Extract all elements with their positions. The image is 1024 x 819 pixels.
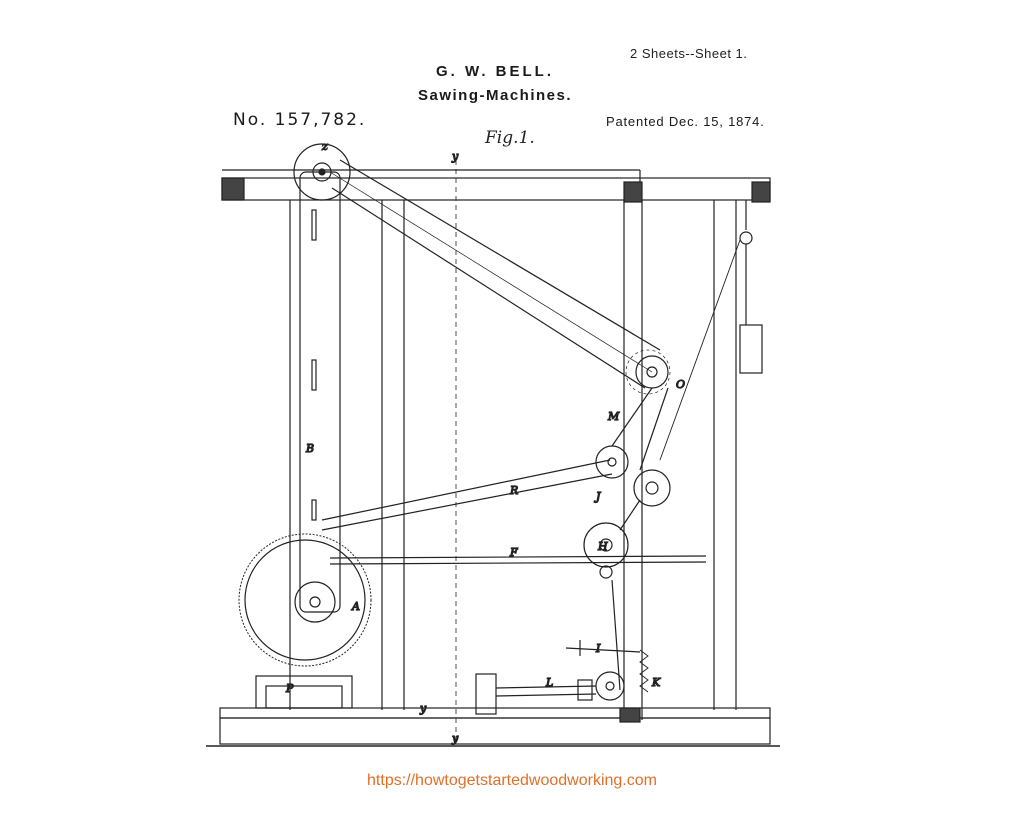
drive-shaft bbox=[475, 673, 597, 715]
figure-label: Fig.1. bbox=[485, 128, 535, 148]
label-i: I bbox=[595, 642, 601, 655]
counterweight bbox=[659, 200, 763, 461]
inventor-name: G. W. BELL. bbox=[436, 63, 554, 80]
patent-title: Sawing-Machines. bbox=[417, 87, 573, 104]
feed-rod bbox=[329, 555, 707, 565]
label-b: B bbox=[305, 442, 314, 455]
label-y-mid: y bbox=[419, 702, 427, 715]
label-z-top: z bbox=[321, 140, 328, 153]
right-upper-pulley bbox=[625, 349, 671, 395]
top-frame-beam bbox=[221, 169, 771, 203]
middle-pulleys bbox=[583, 387, 671, 579]
circular-saw bbox=[238, 533, 372, 667]
patent-number: No. 157,782. bbox=[233, 110, 367, 130]
label-a: A bbox=[351, 600, 360, 613]
swing-arm bbox=[299, 171, 341, 613]
label-m: M bbox=[607, 410, 620, 423]
label-h: H bbox=[597, 540, 608, 553]
label-k: K bbox=[651, 676, 661, 689]
label-f: F bbox=[509, 546, 518, 559]
belt bbox=[321, 459, 613, 531]
sheet-info: 2 Sheets--Sheet 1. bbox=[630, 46, 748, 61]
frame-posts bbox=[289, 170, 737, 720]
label-y-top: y bbox=[451, 150, 459, 163]
label-j: J bbox=[594, 490, 601, 503]
label-p: P bbox=[285, 682, 294, 695]
label-l: L bbox=[545, 676, 553, 689]
top-pulley bbox=[293, 143, 351, 201]
diagonal-arm bbox=[329, 159, 661, 389]
patent-date: Patented Dec. 15, 1874. bbox=[606, 114, 765, 129]
label-y-bottom: y bbox=[451, 732, 459, 745]
watermark-url[interactable]: https://howtogetstartedwoodworking.com bbox=[367, 772, 657, 789]
label-o: O bbox=[676, 378, 685, 391]
label-r: R bbox=[509, 484, 518, 497]
base-platform bbox=[206, 675, 780, 747]
